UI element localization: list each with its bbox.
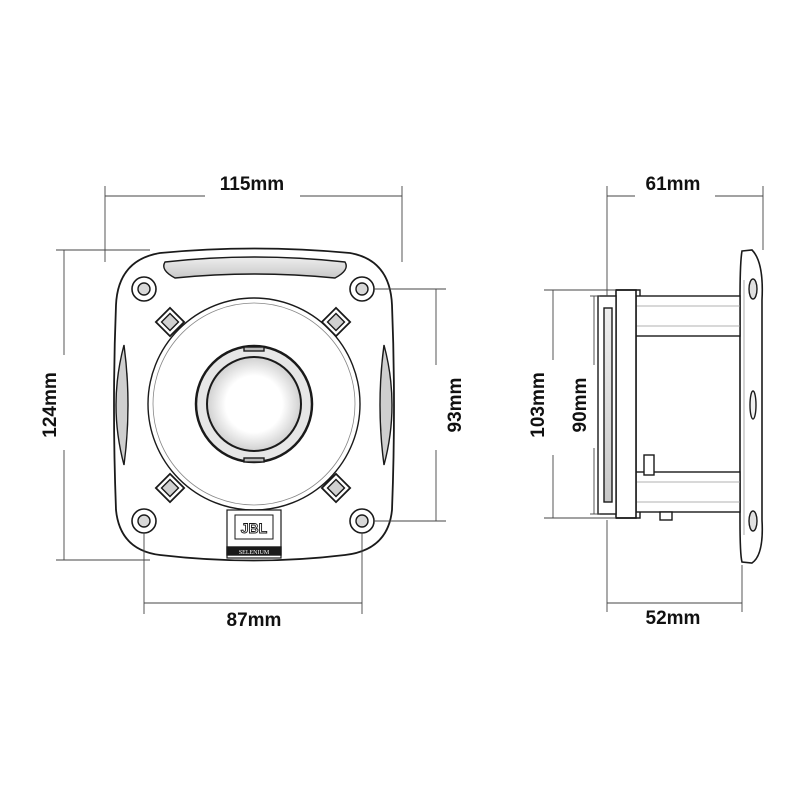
right-side-grip bbox=[379, 344, 393, 466]
dim-side-depth: 61mm bbox=[646, 174, 701, 195]
side-magnet-outer bbox=[615, 289, 637, 519]
front-ring-shadow bbox=[152, 302, 356, 506]
side-back-cap bbox=[603, 307, 613, 503]
jbl-logo-text: JBL bbox=[241, 520, 268, 536]
side-view bbox=[597, 249, 764, 564]
top-lip bbox=[163, 256, 347, 279]
dim-front-width: 115mm bbox=[220, 174, 284, 195]
mounting-hole-bottom-left bbox=[131, 508, 157, 534]
side-lower-strut bbox=[635, 471, 741, 513]
clip-top-left bbox=[154, 306, 186, 338]
throat-inner bbox=[206, 356, 302, 452]
front-view: JBL SELENIUM bbox=[113, 247, 395, 562]
dim-hole-spacing-horizontal: 87mm bbox=[227, 610, 282, 631]
dim-hole-spacing-vertical: 93mm bbox=[445, 378, 466, 433]
dim-front-height: 124mm bbox=[40, 372, 61, 438]
throat-notch bbox=[243, 457, 265, 463]
side-upper-strut bbox=[635, 295, 741, 337]
clip-top-right bbox=[320, 306, 352, 338]
throat-notch bbox=[243, 346, 265, 352]
left-side-grip bbox=[115, 344, 129, 466]
side-dimension-lines bbox=[544, 186, 764, 612]
dim-side-inner-diameter: 90mm bbox=[570, 378, 591, 433]
jbl-logo: JBL SELENIUM bbox=[226, 509, 282, 559]
clip-bottom-right bbox=[320, 472, 352, 504]
dim-side-back-depth: 52mm bbox=[646, 608, 701, 629]
front-dimension-lines bbox=[56, 186, 446, 614]
jbl-logo-subtitle: SELENIUM bbox=[239, 550, 270, 556]
dim-side-outer-diameter: 103mm bbox=[528, 372, 549, 438]
clip-bottom-left bbox=[154, 472, 186, 504]
mounting-hole-top-left bbox=[131, 276, 157, 302]
mounting-hole-top-right bbox=[349, 276, 375, 302]
mounting-hole-bottom-right bbox=[349, 508, 375, 534]
